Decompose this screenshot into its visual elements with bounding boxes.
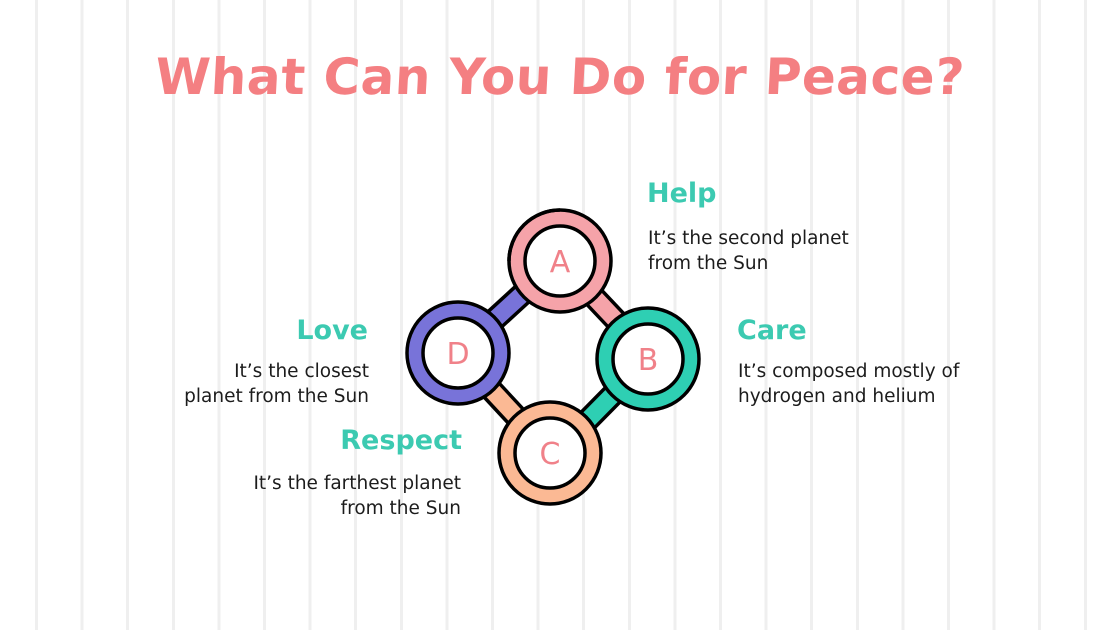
respect-description: It’s the farthest planet from the Sun [253,471,461,521]
care-heading: Care [737,315,807,346]
ring-c: C [497,400,603,506]
ring-a: A [507,208,613,314]
ring-b: B [595,306,701,412]
love-description: It’s the closest planet from the Sun [184,359,369,409]
love-line-1: It’s the closest [234,361,369,382]
love-heading: Love [296,315,368,346]
help-heading: Help [647,178,717,209]
love-line-2: planet from the Sun [184,386,369,407]
care-description: It’s composed mostly of hydrogen and hel… [738,359,959,409]
letter-a: A [550,245,571,280]
letter-d: D [446,337,469,372]
ring-d: D [405,300,511,406]
help-line-1: It’s the second planet [648,228,849,249]
care-line-1: It’s composed mostly of [738,361,960,382]
help-line-2: from the Sun [648,253,769,274]
ring-a-overlay [507,208,561,262]
respect-line-2: from the Sun [340,498,461,519]
respect-line-1: It’s the farthest planet [253,473,461,494]
help-description: It’s the second planet from the Sun [648,226,849,276]
respect-heading: Respect [340,425,462,456]
letter-b: B [638,343,659,378]
letter-c: C [540,437,561,472]
care-line-2: hydrogen and helium [738,386,936,407]
